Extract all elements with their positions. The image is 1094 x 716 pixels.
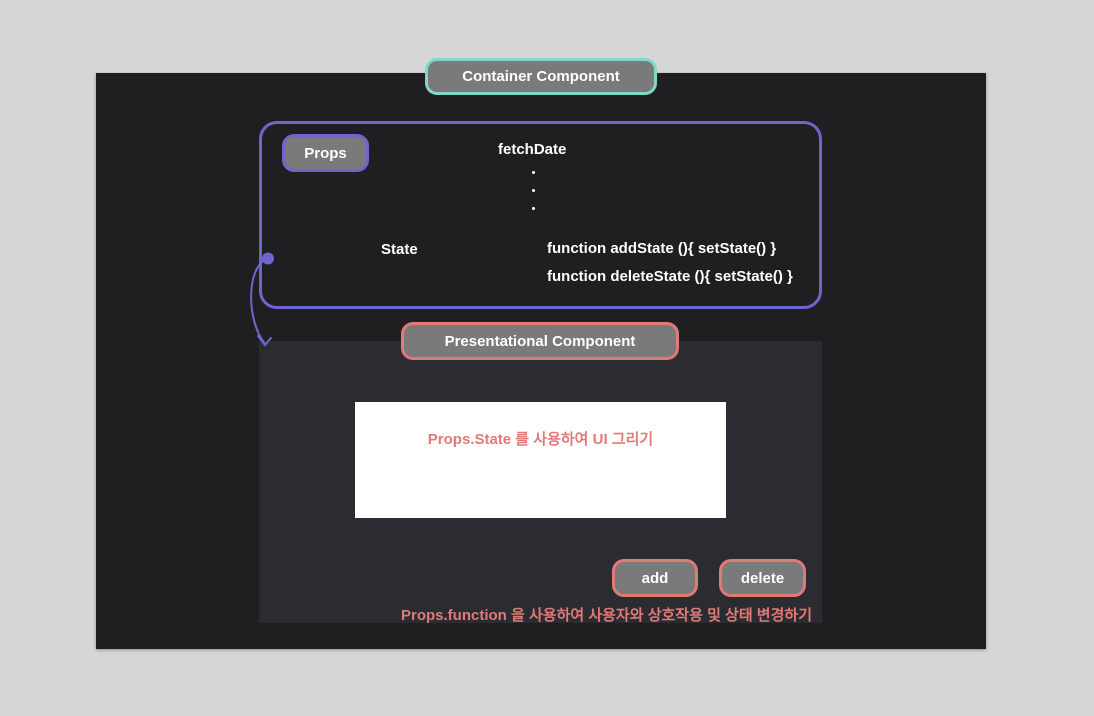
props-badge: Props xyxy=(282,134,369,172)
ellipsis-dot xyxy=(532,207,535,210)
delete-button[interactable]: delete xyxy=(719,559,806,597)
add-button[interactable]: add xyxy=(612,559,698,597)
container-component-box xyxy=(259,121,822,309)
function-caption: Props.function 을 사용하여 사용자와 상호작용 및 상태 변경하… xyxy=(401,607,813,624)
delete-state-function: function deleteState (){ setState() } xyxy=(547,268,793,285)
container-component-title: Container Component xyxy=(425,58,657,95)
ui-caption: Props.State 를 사용하여 UI 그리기 xyxy=(427,431,654,448)
state-label: State xyxy=(381,241,418,258)
ellipsis-dot xyxy=(532,189,535,192)
fetch-data-label: fetchDate xyxy=(498,141,567,158)
ellipsis-dot xyxy=(532,171,535,174)
add-state-function: function addState (){ setState() } xyxy=(547,240,777,257)
presentational-component-title: Presentational Component xyxy=(401,322,679,360)
ui-render-area: Props.State 를 사용하여 UI 그리기 xyxy=(355,402,726,518)
props-flow-arrow-icon xyxy=(250,252,274,347)
